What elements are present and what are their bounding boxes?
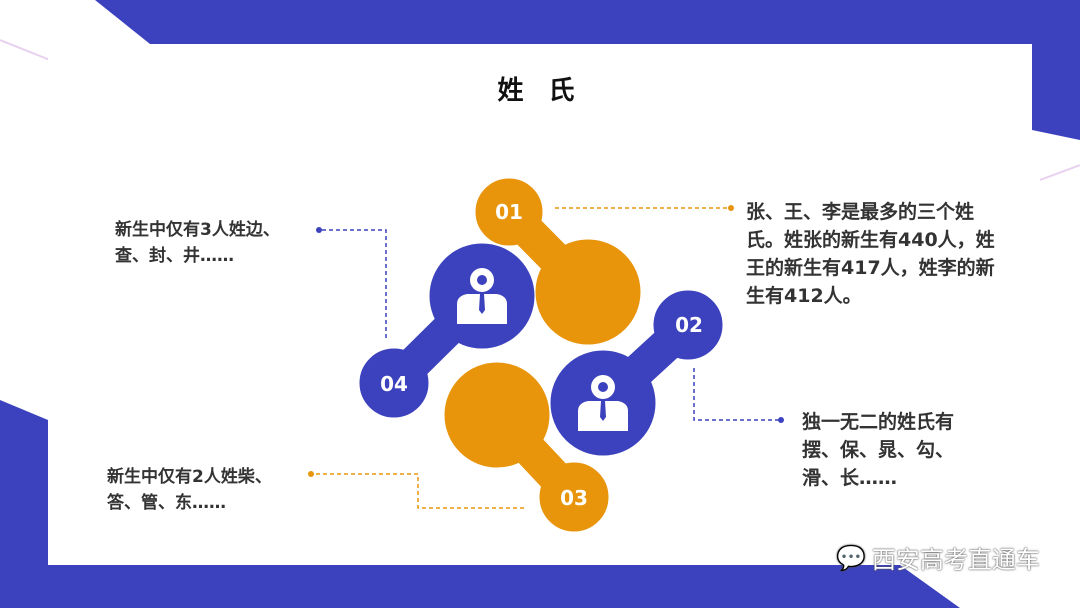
person-gear-icon: [578, 375, 628, 431]
item-04-text: 新生中仅有3人姓边、查、封、井……: [115, 220, 280, 266]
item-03-text: 新生中仅有2人姓柴、答、管、东……: [107, 467, 272, 513]
person-gear-icon: [457, 268, 507, 324]
step-number-01: 01: [495, 200, 523, 224]
step-number-04: 04: [380, 372, 408, 396]
watermark: 💬西安高考直通车: [836, 543, 1040, 575]
step-number-03: 03: [560, 486, 588, 510]
item-01-text: 张、王、李是最多的三个姓氏。姓张的新生有440人，姓王的新生有417人，姓李的新…: [746, 201, 995, 307]
connector-lines: [312, 207, 780, 509]
wechat-icon: 💬: [836, 543, 866, 572]
blob-03: [444, 362, 609, 532]
item-02-text: 独一无二的姓氏有摆、保、晁、勾、滑、长……: [802, 411, 955, 489]
page-title: 姓 氏: [497, 76, 583, 106]
step-number-02: 02: [675, 313, 703, 337]
blob-01: [475, 178, 641, 345]
